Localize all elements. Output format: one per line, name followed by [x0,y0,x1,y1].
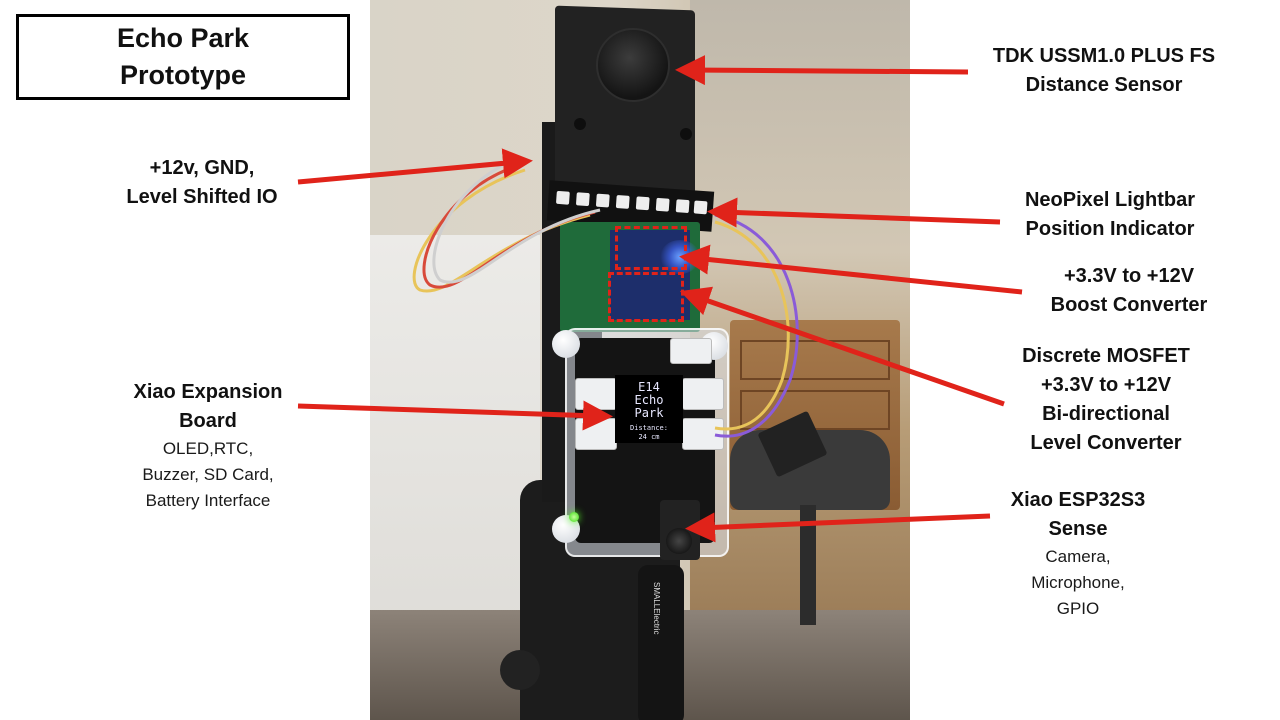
oled-line-3: Park [634,406,664,420]
label-subtext: Camera, [1045,547,1111,566]
label-expansion-board: Xiao Expansion Board OLED,RTC, Buzzer, S… [100,378,316,514]
label-text: NeoPixel Lightbar [1024,189,1196,211]
wire [422,163,596,289]
label-text: Sense [1048,518,1108,540]
label-subtext: GPIO [1056,599,1100,618]
oled-line-4: Distance: [630,424,668,432]
oled-display: E14 Echo Park Distance: 24 cm [615,375,683,443]
title-line-2: Prototype [119,60,246,90]
label-subtext: OLED,RTC, [162,439,254,458]
title-line-1: Echo Park [116,23,250,53]
label-text: +3.3V to +12V [1063,265,1195,287]
label-text: +12v, GND, [149,157,255,179]
label-text: Distance Sensor [1025,74,1183,96]
label-text: +3.3V to +12V [1040,374,1172,396]
oled-line-1: E14 [638,380,660,394]
label-text: Boost Converter [1050,294,1208,316]
usb-cable [638,565,684,720]
wires [412,158,799,438]
tripod-knob [500,650,540,690]
wire [714,220,790,431]
oled-line-2: Echo [634,393,664,407]
diagram-title: Echo Park Prototype [117,20,249,94]
distance-sensor [596,28,670,102]
label-text: TDK USSM1.0 PLUS FS [992,45,1216,67]
power-led [569,512,579,522]
label-text: Level Converter [1030,432,1182,454]
label-text: Level Shifted IO [126,186,278,208]
oled-line-5: 24 cm [638,433,660,441]
background-chair-leg [800,505,816,625]
label-text: Board [179,410,237,432]
screw [680,128,692,140]
screw [574,118,586,130]
label-text: Position Indicator [1025,218,1195,240]
title-box: Echo Park Prototype [16,14,350,100]
label-text: Bi-directional [1042,403,1170,425]
label-subtext: Microphone, [1031,573,1125,592]
label-text: Xiao ESP32S3 [1010,489,1146,511]
label-subtext: Buzzer, SD Card, [142,465,274,484]
label-boost-converter: +3.3V to +12V Boost Converter [1020,262,1238,320]
device-photo: E14 Echo Park Distance: 24 cm SMALLElect… [370,0,910,720]
label-power-io: +12v, GND, Level Shifted IO [90,154,314,212]
label-esp32: Xiao ESP32S3 Sense Camera, Microphone, G… [980,486,1176,622]
label-distance-sensor: TDK USSM1.0 PLUS FS Distance Sensor [960,42,1248,100]
label-subtext: Battery Interface [145,491,271,510]
label-text: Xiao Expansion [133,381,283,403]
label-text: Discrete MOSFET [1022,345,1190,367]
case-standoff [552,330,580,358]
label-neopixel: NeoPixel Lightbar Position Indicator [990,186,1230,244]
wire [432,158,601,284]
label-level-converter: Discrete MOSFET +3.3V to +12V Bi-directi… [990,342,1222,458]
